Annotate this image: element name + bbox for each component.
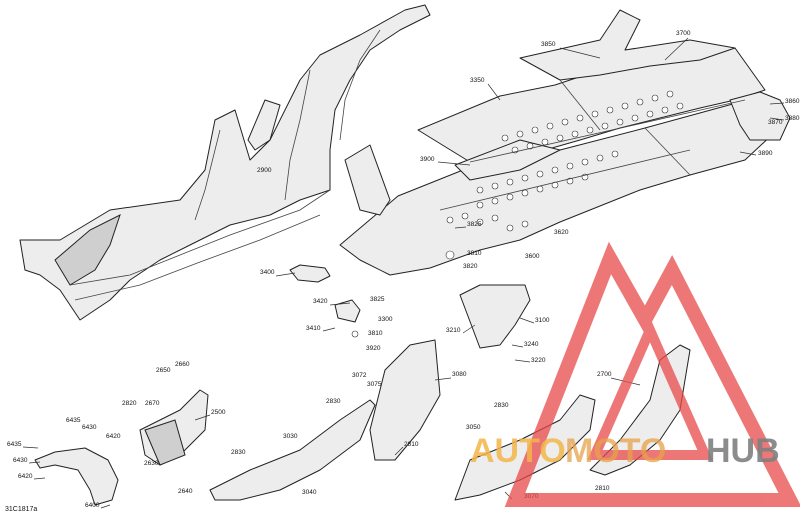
callout-3080: 3080 — [452, 371, 467, 378]
watermark-word-moto: MOTO — [565, 432, 666, 470]
callout-3350: 3350 — [470, 77, 485, 84]
callout-2670: 2670 — [145, 400, 160, 407]
diagram-reference-code: 31C1817a — [5, 506, 37, 513]
callout-2640: 2640 — [178, 488, 193, 495]
floor-pan-assembly — [339, 9, 791, 276]
watermark-word-auto: AUTO — [470, 432, 566, 470]
callout-3220: 3220 — [531, 357, 546, 364]
callout-2810: 2810 — [595, 485, 610, 492]
callout-2660: 2660 — [175, 361, 190, 368]
watermark-triangle-outer — [504, 241, 800, 507]
callout-2830: 2830 — [231, 449, 246, 456]
left-side-frame-panel — [19, 4, 431, 321]
rocker-3030 — [209, 399, 376, 501]
callout-3300: 3300 — [378, 316, 393, 323]
nut-3810b — [351, 330, 359, 338]
callout-2820: 2820 — [122, 400, 137, 407]
callout-3870: 3870 — [768, 119, 783, 126]
callout-6435: 6435 — [66, 417, 81, 424]
callout-3850: 3850 — [541, 41, 556, 48]
callout-6430: 6430 — [82, 424, 97, 431]
callout-3072: 3072 — [352, 372, 367, 379]
panel-3080 — [369, 339, 441, 461]
callout-3890: 3890 — [758, 150, 773, 157]
callout-3240: 3240 — [524, 341, 539, 348]
callout-3700: 3700 — [676, 30, 691, 37]
callout-3400: 3400 — [260, 269, 275, 276]
callout-3880: 3880 — [785, 115, 800, 122]
callout-2500: 2500 — [211, 409, 226, 416]
nut-3810 — [445, 250, 455, 260]
callout-3825: 3825 — [370, 296, 385, 303]
callout-6420: 6420 — [18, 473, 33, 480]
callout-3900: 3900 — [420, 156, 435, 163]
callout-2900: 2900 — [257, 167, 272, 174]
callout-3075: 3075 — [367, 381, 382, 388]
watermark-logo — [504, 241, 800, 507]
callout-3410: 3410 — [306, 325, 321, 332]
callout-2830: 2830 — [494, 402, 509, 409]
callout-2830: 2830 — [326, 398, 341, 405]
callout-3920: 3920 — [366, 345, 381, 352]
callout-3040: 3040 — [302, 489, 317, 496]
callout-6420: 6420 — [106, 433, 121, 440]
callout-3620: 3620 — [554, 229, 569, 236]
watermark-word-hub: HUB — [706, 432, 780, 470]
callout-2630: 2630 — [144, 460, 159, 467]
watermark-text: AUTO MOTO HUB — [470, 432, 780, 470]
fender-6400 — [34, 447, 119, 506]
callout-2650: 2650 — [156, 367, 171, 374]
callout-6430: 6430 — [13, 457, 28, 464]
door-3050 — [454, 394, 596, 501]
bracket-3300 — [334, 299, 361, 323]
callout-3210: 3210 — [446, 327, 461, 334]
callout-6400: 6400 — [85, 502, 100, 509]
watermark-triangle-inner — [587, 317, 713, 460]
callout-3600: 3600 — [525, 253, 540, 260]
callout-6435: 6435 — [7, 441, 22, 448]
bracket-3400 — [289, 264, 331, 283]
callout-3810: 3810 — [467, 250, 482, 257]
panel-2900 — [247, 99, 281, 151]
callout-3050: 3050 — [466, 424, 481, 431]
leader-lines — [22, 37, 785, 509]
callout-3825: 3825 — [467, 221, 482, 228]
callout-2810: 2810 — [404, 441, 419, 448]
callout-3100: 3100 — [535, 317, 550, 324]
door-2700 — [589, 344, 691, 476]
callout-2700: 2700 — [597, 371, 612, 378]
callout-3030: 3030 — [283, 433, 298, 440]
floor-pan-holes — [446, 90, 684, 232]
callout-3820: 3820 — [463, 263, 478, 270]
callout-3810: 3810 — [368, 330, 383, 337]
callout-3860: 3860 — [785, 98, 800, 105]
panel-3900 — [344, 144, 391, 216]
callout-3420: 3420 — [313, 298, 328, 305]
panel-2640 — [144, 419, 186, 466]
panel-3100 — [459, 284, 531, 349]
